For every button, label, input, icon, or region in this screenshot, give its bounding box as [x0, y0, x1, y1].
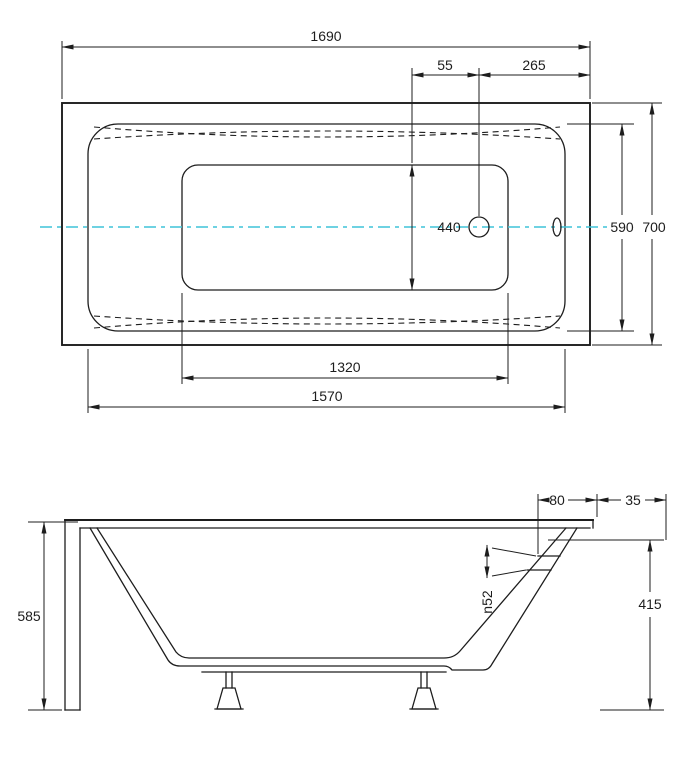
bowl-outer-profile [89, 527, 578, 671]
overflow-hole [552, 217, 562, 237]
extension-line [491, 547, 537, 557]
extension-line [491, 569, 527, 577]
dim-label-rim-edge: 35 [625, 492, 641, 508]
slope-contour-bottom-b [93, 315, 561, 325]
slope-contour-top-b [93, 130, 561, 140]
foot-pad [411, 687, 437, 710]
dim-label-floor-width: 440 [437, 219, 461, 235]
adjustable-foot-left [214, 671, 244, 710]
dim-label-total-height: 585 [17, 608, 41, 624]
side-view [64, 519, 594, 711]
adjustable-foot-right [409, 671, 439, 710]
slope-contour-bottom-a [93, 317, 561, 329]
top-view [40, 102, 612, 346]
dim-label-overflow-offset: 55 [437, 57, 453, 73]
top-view-dimensions: 1690 55 265 440 590 700 1320 1570 [61, 28, 666, 413]
dim-label-overall-length: 1690 [310, 28, 341, 44]
bowl-inner-profile [96, 527, 567, 659]
dim-label-inner-length: 1570 [311, 388, 342, 404]
dim-label-inner-width: 590 [610, 219, 634, 235]
dim-label-overflow-diameter: n52 [479, 590, 495, 614]
dim-label-overflow-to-edge: 80 [549, 492, 565, 508]
dim-label-shell-height: 415 [638, 596, 662, 612]
waste-hole [468, 216, 490, 238]
foot-pad [216, 687, 242, 710]
dim-label-overall-width: 700 [642, 219, 666, 235]
dim-label-waste-to-edge: 265 [522, 57, 546, 73]
slope-contour-top-a [93, 126, 561, 138]
side-view-dimensions: 585 80 35 n52 415 [17, 492, 667, 711]
slope-contour-lines [93, 126, 561, 329]
tub-rim-outline [61, 102, 591, 346]
dim-label-floor-length: 1320 [329, 359, 360, 375]
